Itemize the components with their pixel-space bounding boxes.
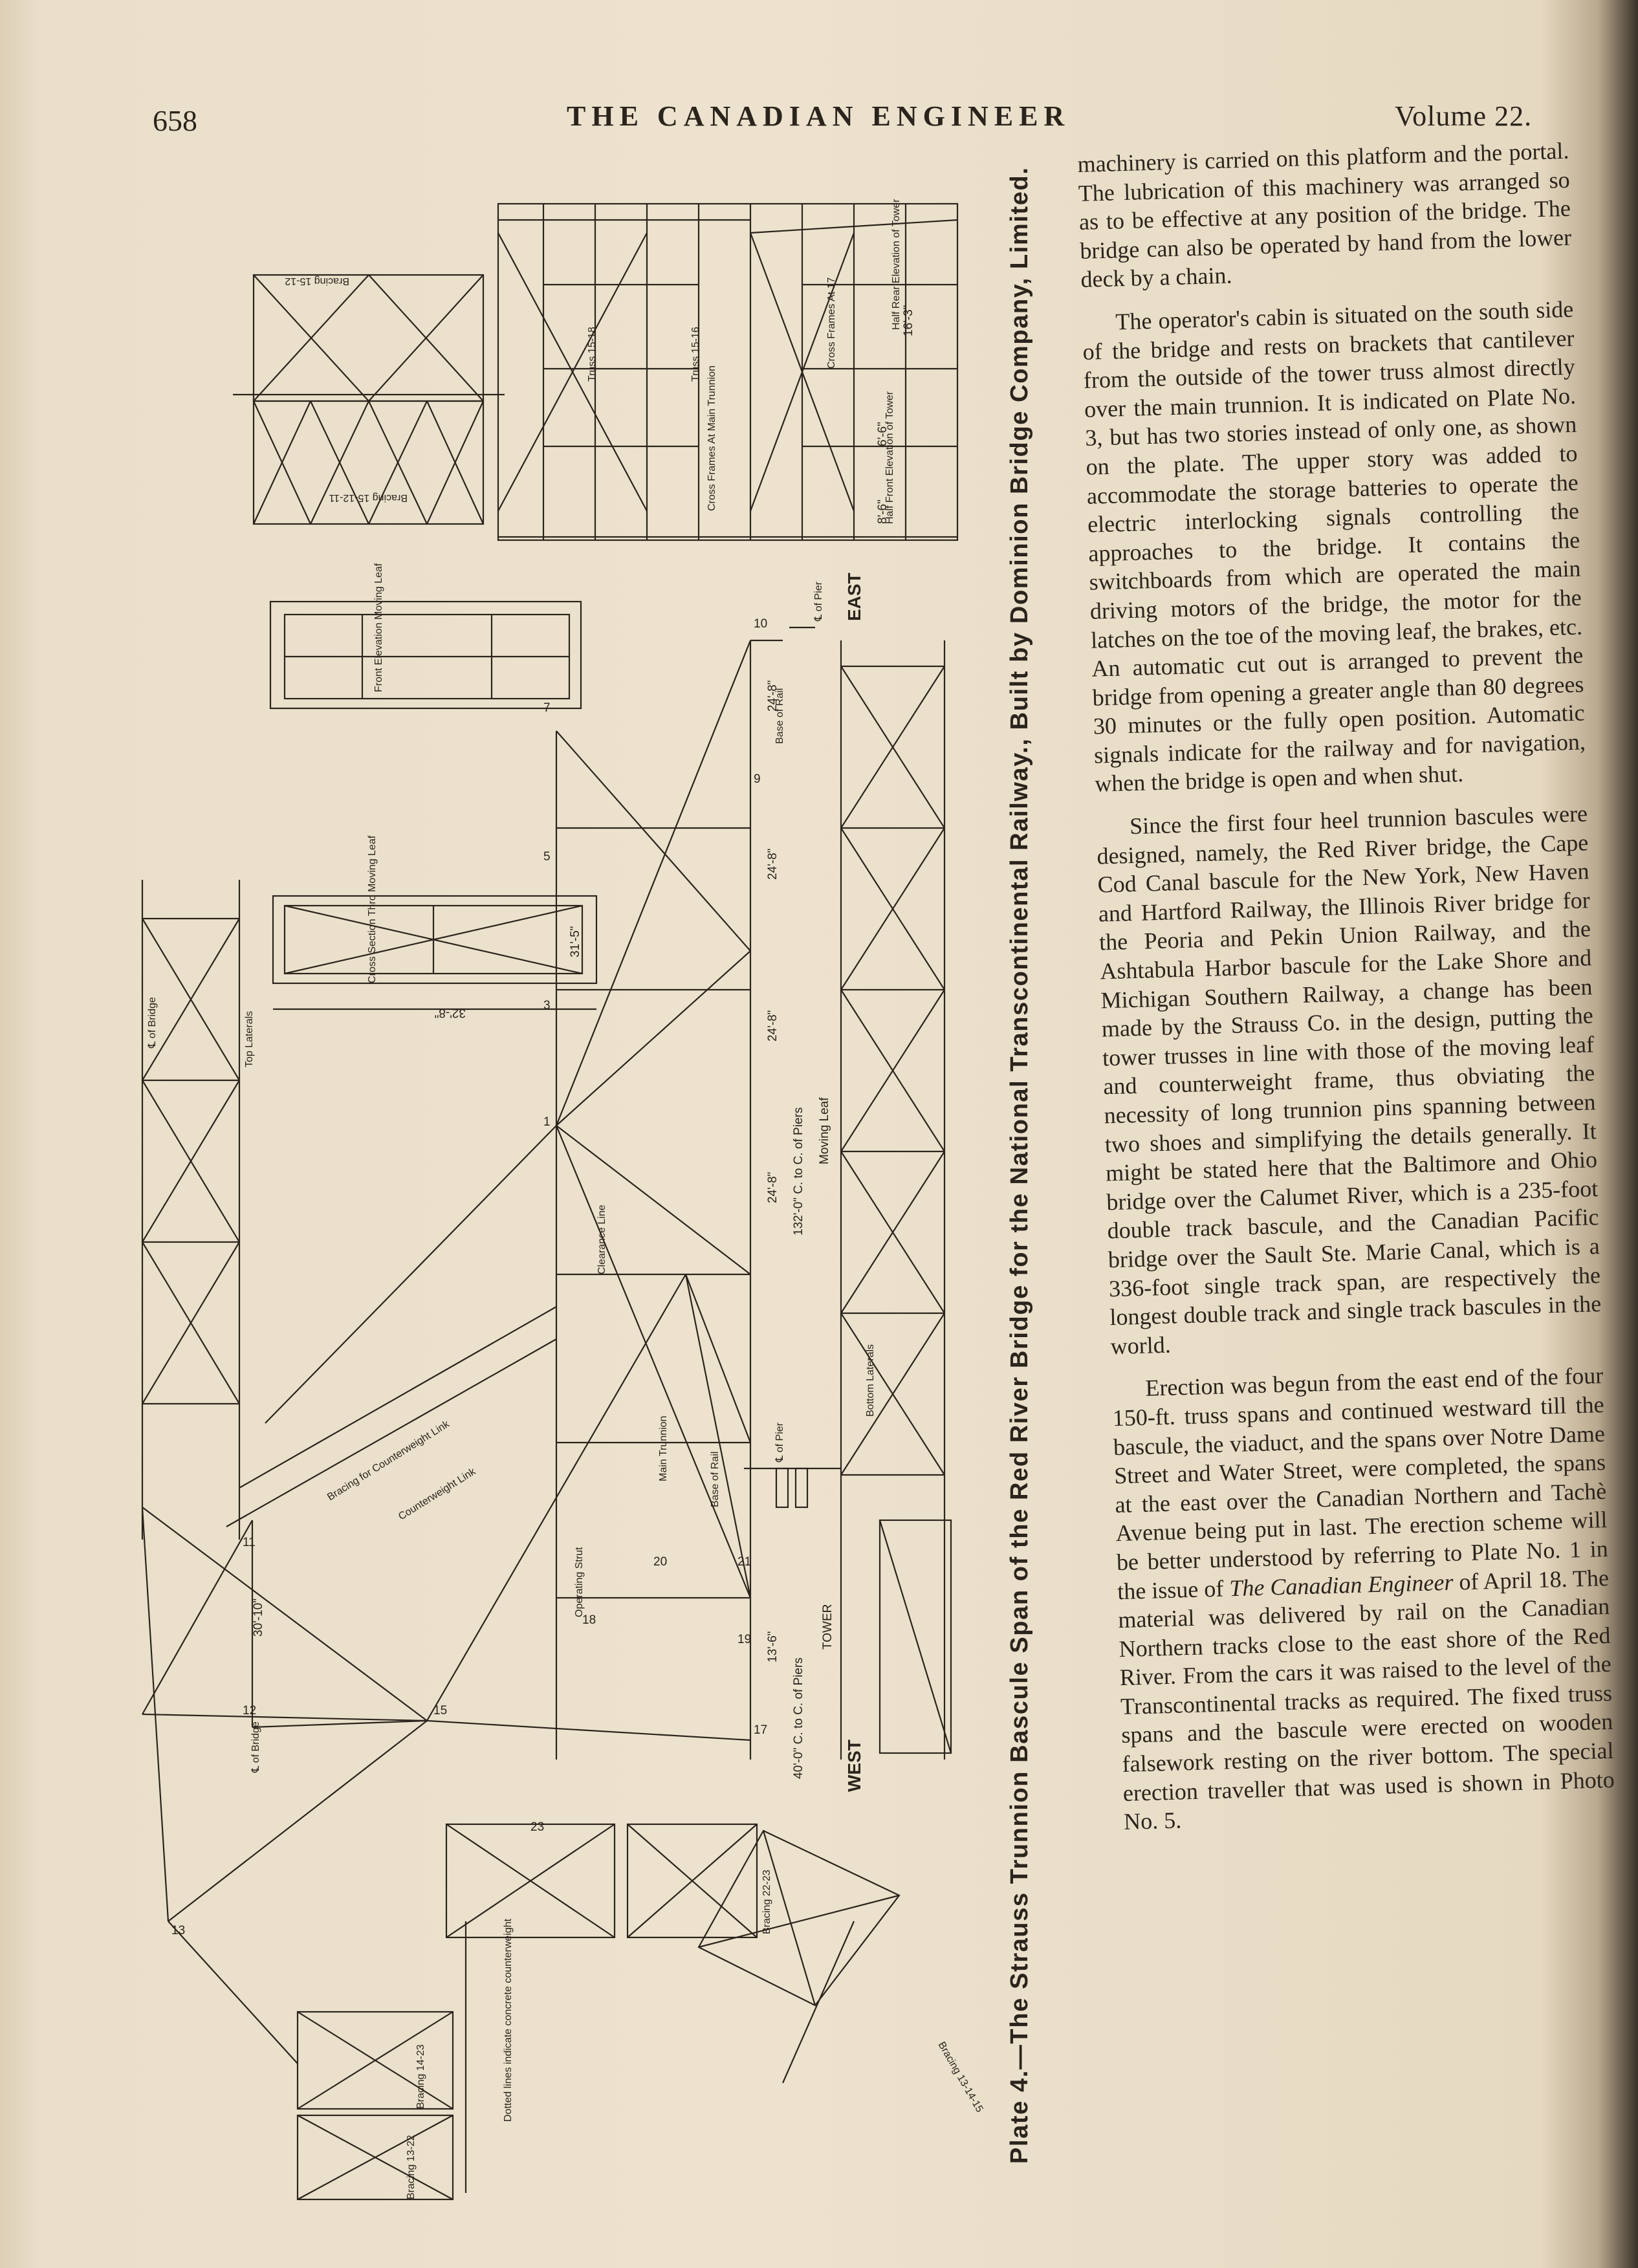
svg-text:19: 19 <box>737 1633 751 1646</box>
tower-elevations <box>497 202 959 541</box>
svg-text:Bracing 15-12-11: Bracing 15-12-11 <box>329 492 408 503</box>
svg-text:17: 17 <box>754 1723 767 1737</box>
article-paragraph: machinery is carried on this platform an… <box>1077 137 1572 293</box>
journal-reference: The Canadian Engineer <box>1228 1569 1454 1601</box>
cross-section-moving-leaf <box>272 895 598 1010</box>
svg-text:18: 18 <box>582 1613 596 1627</box>
svg-text:11: 11 <box>243 1536 256 1549</box>
svg-text:Counterweight Link: Counterweight Link <box>397 1466 478 1523</box>
svg-text:Dotted lines indicate concrete: Dotted lines indicate concrete counterwe… <box>503 1918 514 2122</box>
svg-text:13'-6": 13'-6" <box>766 1631 780 1663</box>
svg-text:℄ of Pier: ℄ of Pier <box>813 581 824 622</box>
svg-text:Bottom Laterals: Bottom Laterals <box>865 1344 876 1417</box>
svg-text:24'-8": 24'-8" <box>766 681 780 712</box>
svg-text:132'-0" C. to C. of Piers: 132'-0" C. to C. of Piers <box>792 1107 805 1236</box>
article-paragraph: Since the first four heel trunnion bascu… <box>1096 800 1602 1360</box>
svg-text:40'-0" C. to C. of Piers: 40'-0" C. to C. of Piers <box>792 1657 805 1779</box>
svg-text:Bracing 15-12: Bracing 15-12 <box>285 276 349 287</box>
svg-text:Bracing 13-22: Bracing 13-22 <box>406 2135 417 2199</box>
bracing-panels-top <box>233 274 505 525</box>
svg-text:32'-8": 32'-8" <box>435 1006 466 1020</box>
svg-text:6'-6": 6'-6" <box>876 422 890 446</box>
svg-text:WEST: WEST <box>844 1739 864 1792</box>
svg-text:31'-5": 31'-5" <box>569 926 582 957</box>
svg-text:24'-8": 24'-8" <box>766 849 780 880</box>
svg-text:TOWER: TOWER <box>821 1604 835 1650</box>
svg-text:13: 13 <box>171 1924 185 1937</box>
engineering-drawing: Bracing 15-12 Bracing 15-12-11 Truss 15-… <box>141 199 985 2201</box>
svg-text:Operating Strut: Operating Strut <box>574 1547 585 1617</box>
svg-text:23: 23 <box>530 1820 544 1834</box>
svg-text:Front Elevation Moving Leaf: Front Elevation Moving Leaf <box>373 563 384 692</box>
svg-text:Half Front Elevation of Tower: Half Front Elevation of Tower <box>884 391 895 524</box>
svg-text:30'-10": 30'-10" <box>252 1598 265 1637</box>
svg-text:Base of Rail: Base of Rail <box>710 1452 721 1507</box>
front-elevation-moving-leaf <box>269 600 582 710</box>
svg-text:EAST: EAST <box>844 572 864 621</box>
svg-text:20: 20 <box>653 1555 667 1569</box>
svg-text:24'-8": 24'-8" <box>766 1010 780 1041</box>
svg-text:1: 1 <box>543 1115 551 1129</box>
bottom-laterals <box>840 640 952 1760</box>
article-text-column: machinery is carried on this platform an… <box>1077 136 1616 1851</box>
svg-text:Main Trunnion: Main Trunnion <box>658 1416 669 1481</box>
page-number: 658 <box>153 104 197 137</box>
article-paragraph: The operator's cabin is situated on the … <box>1082 296 1586 798</box>
svg-text:15: 15 <box>433 1704 447 1717</box>
pier-markers <box>744 626 841 1509</box>
svg-text:Moving Leaf: Moving Leaf <box>818 1097 831 1164</box>
svg-text:Truss 15-18: Truss 15-18 <box>587 327 598 382</box>
volume-label: Volume 22. <box>1395 100 1533 132</box>
svg-text:Top Laterals: Top Laterals <box>244 1011 255 1067</box>
plate-drawing: Bracing 15-12 Bracing 15-12-11 Truss 15-… <box>129 175 1042 2206</box>
paragraph-text: of April 18. The material was delivered … <box>1117 1564 1615 1835</box>
svg-text:Bracing 14-23: Bracing 14-23 <box>415 2044 426 2109</box>
plate-caption-container: Plate 4.—The Strauss Trunnion Bascule Sp… <box>1006 166 1045 2164</box>
svg-text:21: 21 <box>737 1555 751 1569</box>
page-header: 658 THE CANADIAN ENGINEER Volume 22. <box>153 91 1544 137</box>
svg-text:Bracing 13-14-15: Bracing 13-14-15 <box>936 2040 985 2115</box>
svg-text:Half Rear Elevation of Tower: Half Rear Elevation of Tower <box>891 199 902 330</box>
counterweight-frame <box>141 1125 751 2064</box>
svg-text:Truss 15-16: Truss 15-16 <box>690 327 701 382</box>
top-laterals <box>141 880 241 1540</box>
drawing-labels: Bracing 15-12 Bracing 15-12-11 Truss 15-… <box>147 199 985 2199</box>
svg-text:5: 5 <box>543 850 551 864</box>
plate-caption: Plate 4.—The Strauss Trunnion Bascule Sp… <box>1006 166 1033 2164</box>
svg-text:10: 10 <box>754 617 767 631</box>
svg-text:3: 3 <box>543 999 551 1012</box>
svg-text:Clearance Line: Clearance Line <box>596 1205 607 1274</box>
journal-title: THE CANADIAN ENGINEER <box>567 100 1071 132</box>
svg-text:Base of Rail: Base of Rail <box>774 688 785 744</box>
svg-text:℄ of Pier: ℄ of Pier <box>774 1422 785 1463</box>
bottom-bracing-panels <box>296 1823 901 2201</box>
svg-text:℄ of Bridge: ℄ of Bridge <box>250 1721 261 1773</box>
svg-text:7: 7 <box>543 701 551 715</box>
svg-text:24'-8": 24'-8" <box>766 1172 780 1203</box>
svg-text:Cross Frames At 17: Cross Frames At 17 <box>826 278 837 369</box>
svg-text:9: 9 <box>754 772 761 786</box>
svg-text:Cross Frames At Main Trunnion: Cross Frames At Main Trunnion <box>706 365 717 511</box>
svg-text:℄ of Bridge: ℄ of Bridge <box>147 997 158 1049</box>
svg-text:Cross Section Thro Moving Leaf: Cross Section Thro Moving Leaf <box>367 835 378 983</box>
svg-text:Bracing 22-23: Bracing 22-23 <box>761 1870 772 1934</box>
svg-text:12: 12 <box>243 1704 256 1717</box>
article-paragraph-erection: Erection was begun from the east end of … <box>1111 1361 1616 1836</box>
svg-text:8'-6": 8'-6" <box>876 499 890 524</box>
svg-text:16'-3": 16'-3" <box>902 305 915 336</box>
main-truss-elevation <box>555 639 783 1760</box>
